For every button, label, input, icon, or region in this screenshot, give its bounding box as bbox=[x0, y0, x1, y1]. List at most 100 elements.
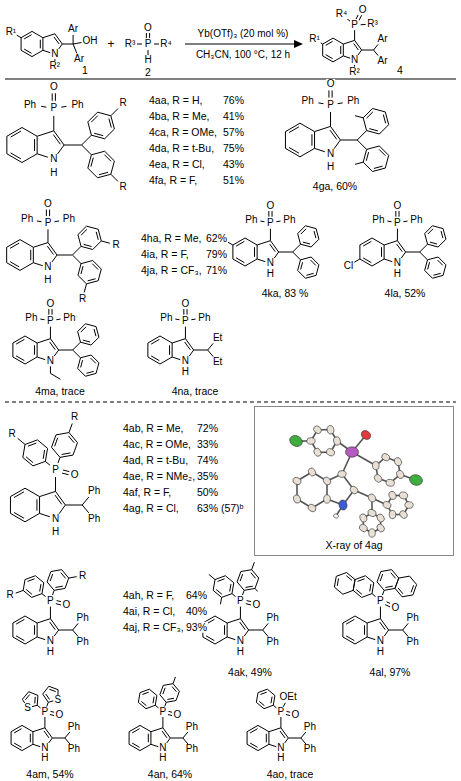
bond bbox=[69, 577, 77, 578]
bond bbox=[50, 339, 58, 350]
atom-label: P bbox=[46, 596, 55, 606]
atom-label: Ph bbox=[23, 100, 37, 110]
compound-entry: 4ah, R = F, bbox=[122, 590, 175, 601]
bond bbox=[78, 235, 81, 247]
bond bbox=[54, 588, 65, 590]
bond bbox=[84, 244, 92, 246]
bond bbox=[342, 623, 343, 637]
bond bbox=[25, 357, 37, 364]
bond bbox=[240, 574, 243, 581]
arrow-head bbox=[294, 40, 303, 48]
bond bbox=[316, 265, 319, 276]
bond bbox=[56, 319, 60, 321]
bond bbox=[399, 211, 400, 217]
atom-label: Ph bbox=[282, 215, 296, 225]
bond bbox=[185, 342, 191, 350]
compound-entry: 4ae, R = NMe₂, bbox=[122, 471, 196, 482]
bond bbox=[61, 573, 66, 579]
bond bbox=[185, 339, 193, 350]
bond bbox=[62, 453, 71, 455]
atom-label: P bbox=[393, 218, 402, 228]
bond bbox=[20, 263, 33, 271]
bond bbox=[73, 342, 81, 350]
atom-label: H bbox=[51, 527, 60, 537]
bond bbox=[346, 619, 354, 624]
bond bbox=[285, 123, 300, 131]
bond bbox=[50, 373, 60, 379]
bond bbox=[367, 637, 376, 640]
bond bbox=[176, 691, 179, 700]
bond bbox=[149, 689, 157, 695]
bond bbox=[23, 457, 33, 465]
bond bbox=[438, 239, 446, 247]
yield-value: 51% bbox=[222, 175, 245, 186]
bond bbox=[21, 50, 32, 56]
bond bbox=[258, 744, 269, 750]
bond bbox=[88, 168, 98, 178]
bond bbox=[40, 319, 44, 321]
bond bbox=[142, 692, 148, 694]
bond bbox=[23, 590, 31, 597]
bond bbox=[218, 579, 225, 582]
panel-caption: X-ray of 4ag bbox=[323, 540, 384, 552]
atom-label: R bbox=[78, 294, 87, 304]
bond bbox=[72, 246, 81, 255]
atom-label: H bbox=[43, 275, 52, 285]
bond bbox=[81, 342, 92, 345]
xray-atom bbox=[368, 529, 375, 538]
bond bbox=[52, 93, 53, 101]
bond bbox=[169, 345, 170, 355]
bond bbox=[81, 266, 83, 274]
bond bbox=[240, 619, 248, 630]
atom-label: H bbox=[276, 753, 285, 763]
bond bbox=[246, 604, 251, 605]
bond bbox=[10, 513, 25, 521]
bond bbox=[30, 734, 31, 743]
bond bbox=[146, 705, 155, 708]
bond bbox=[45, 461, 50, 465]
atom-label: Ar bbox=[377, 56, 389, 66]
bond bbox=[285, 132, 286, 149]
compound-label: 4la, 52% bbox=[384, 288, 427, 299]
bond bbox=[361, 24, 366, 25]
bond bbox=[301, 229, 306, 234]
yield-value: 35% bbox=[196, 471, 219, 482]
bond bbox=[91, 358, 96, 363]
bond bbox=[22, 744, 33, 750]
xray-atom bbox=[333, 436, 342, 446]
bond bbox=[11, 732, 12, 745]
atom-label: Ph bbox=[244, 215, 258, 225]
bond bbox=[59, 505, 65, 514]
xray-atom bbox=[326, 425, 334, 435]
atom-label: H bbox=[46, 647, 55, 657]
bond bbox=[57, 145, 64, 154]
bond bbox=[301, 262, 303, 269]
atom-label: Ph bbox=[159, 313, 173, 323]
bond bbox=[82, 505, 89, 513]
bond bbox=[25, 695, 29, 700]
bond bbox=[420, 252, 428, 260]
atom-label: P bbox=[181, 316, 190, 326]
bond bbox=[173, 677, 175, 684]
atom-label: Ph bbox=[371, 215, 385, 225]
bond bbox=[60, 455, 73, 457]
bond bbox=[44, 731, 49, 738]
atom-label: P bbox=[44, 218, 53, 228]
bond bbox=[56, 433, 69, 435]
bond bbox=[222, 594, 232, 598]
atom-label: R bbox=[112, 240, 121, 250]
atom-label: Ph bbox=[266, 637, 280, 647]
bond bbox=[315, 126, 331, 131]
bond bbox=[358, 579, 365, 582]
yield-value: 76% bbox=[222, 95, 245, 106]
atom-label: O bbox=[393, 201, 403, 211]
bond bbox=[363, 118, 366, 131]
bond bbox=[42, 38, 43, 51]
bond bbox=[300, 148, 315, 156]
atom-label: H bbox=[376, 647, 385, 657]
bond bbox=[357, 131, 366, 140]
bond bbox=[402, 595, 413, 597]
atom-label: Ph bbox=[76, 613, 90, 623]
xray-atom bbox=[399, 491, 409, 500]
bond bbox=[245, 238, 257, 245]
